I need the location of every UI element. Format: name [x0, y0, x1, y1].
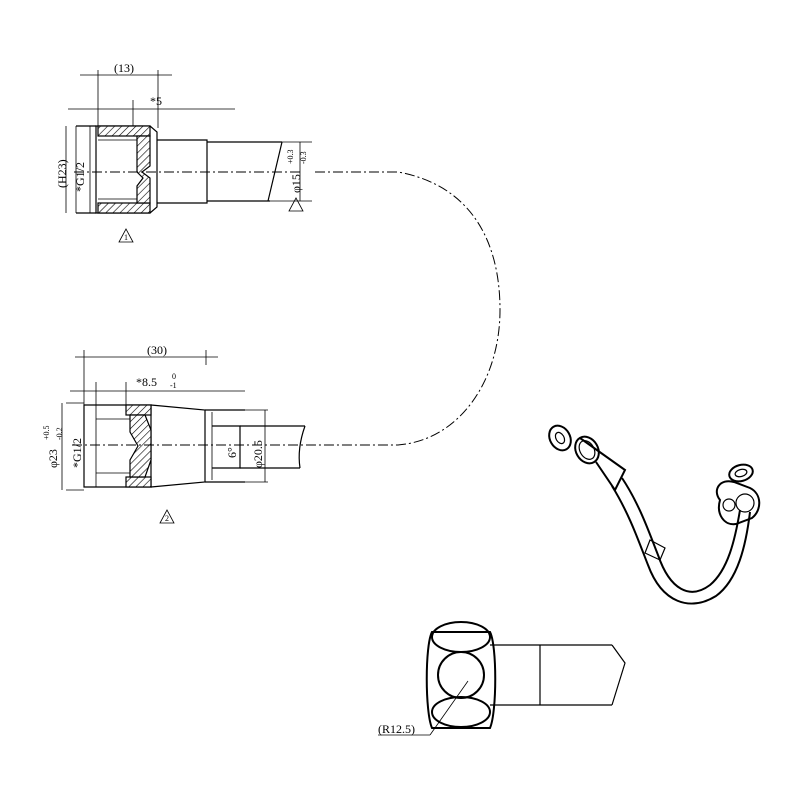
elbow-center-face: [437, 651, 485, 699]
tapered-sleeve: [150, 404, 206, 488]
dim-top-dia-tol-lower: -0.3: [299, 151, 308, 164]
dim-bottom-thread: *G1/2: [70, 438, 84, 468]
ferrule: [212, 425, 241, 469]
hose-centerline-arc: [310, 171, 501, 446]
hose-outer-1: [621, 477, 741, 593]
note-triangle-2: [159, 509, 175, 524]
top-fitting: (13) *5 (H23) *G1/2 φ15: [55, 61, 312, 243]
bottom-fitting: (30) *8.5 0 -1 φ23 +0.5 -0.2 *G1/2: [42, 343, 312, 524]
elbow-bottom-face: [431, 696, 491, 728]
hose-crimp: [644, 539, 666, 561]
dim-top-thread: *G1/2: [73, 162, 87, 192]
elbow-detail: (R12.5): [378, 621, 626, 736]
dim-bottom-dia: φ23: [46, 449, 60, 468]
dim-bottom-overall: (30): [147, 343, 167, 357]
bottom-wall-bottom: [125, 476, 152, 488]
nut-wall-top: [97, 125, 151, 137]
washer-right: [728, 463, 754, 483]
isometric-hose-assembly: [548, 424, 761, 605]
dim-top-dia: φ15: [289, 174, 303, 193]
dim-radius: (R12.5): [378, 722, 415, 736]
tube-collar: [157, 139, 208, 204]
dim-top-height: (H23): [55, 159, 69, 188]
dim-top-overall: (13): [114, 61, 134, 75]
bottom-seal: [129, 414, 152, 478]
bottom-tube-cut: [298, 425, 306, 469]
tube-cut: [267, 141, 283, 202]
elbow-block: [425, 631, 497, 729]
straight-nut-end: [574, 435, 600, 465]
note-triangle: [288, 197, 304, 212]
note-triangle-1: [118, 228, 134, 243]
elbow-top-face: [431, 621, 491, 653]
hose-outer-2: [611, 485, 751, 605]
dim-bottom-dia-tol-lower: -0.2: [55, 427, 64, 440]
dim-top-partial: *5: [150, 94, 162, 108]
note-marker-2: 2: [165, 514, 169, 523]
note-marker-1: 1: [124, 233, 128, 242]
dim-bottom-partial-tol-upper: 0: [172, 372, 176, 381]
washer-left: [548, 424, 572, 452]
dim-bottom-partial: *8.5: [136, 375, 157, 389]
dim-top-dia-tol-upper: +0.3: [286, 149, 295, 164]
dim-bottom-inner-dia: φ20.5: [251, 440, 265, 468]
dim-bottom-angle: 6°: [225, 447, 239, 458]
nut-wall-bottom: [97, 202, 151, 214]
dim-bottom-partial-tol-lower: -1: [170, 381, 177, 390]
elbow-nut: [715, 480, 761, 526]
nut-seal: [136, 135, 151, 204]
dim-bottom-dia-tol-upper: +0.5: [42, 425, 51, 440]
bottom-wall-top: [125, 404, 152, 416]
elbow-nut-hole: [735, 493, 755, 513]
elbow-stem-cut: [611, 644, 626, 706]
radius-leader: [429, 680, 469, 736]
straight-nut-body: [579, 437, 627, 492]
